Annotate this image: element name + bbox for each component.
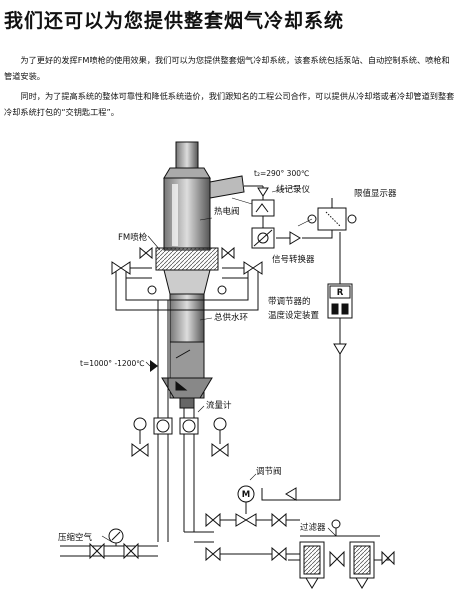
control-valve [235,485,257,527]
pipe-valves [205,512,287,562]
nozzle-connector [147,285,157,295]
temp-setting-label-1: 带调节器的 [268,296,311,307]
temp-setting-label-2: 温度设定装置 [268,310,320,321]
ring-main-label: 总供水环 [214,312,249,323]
flowmeter-icon [153,417,199,435]
motor-label: M [242,490,250,500]
compressed-air-label: 压缩空气 [58,532,93,543]
thermocouple-label: 热电阀 [214,206,240,217]
leader-lines [101,185,337,543]
nozzle-valve-left [111,246,153,275]
limit-display-label: 限值显示器 [354,188,397,199]
filter-label: 过滤器 [300,522,326,533]
recorder-icon [251,199,275,249]
intro-paragraph: 为了更好的发挥FM喷枪的使用效果，我们可以为您提供整套烟气冷却系统，该套系统包括… [4,55,450,81]
filter-icon [288,519,395,589]
control-valve-label: 调节阀 [256,467,282,477]
limit-display [307,198,357,231]
partner-paragraph: 同时，为了提高系统的整体可靠性和降低系统造价，我们跟知名的工程公司合作，可以提供… [4,91,455,117]
supply-pipes [157,300,300,555]
inlet-temp-marker [150,360,158,372]
signal-arrow [276,231,301,245]
recorder-label: 线记录仪 [276,184,311,195]
flowmeter-label: 流量计 [206,400,232,411]
outlet-temp-label: t₂=290° 300℃ [254,169,309,178]
nozzle-valve-right [221,246,263,275]
inlet-temp-label: t=1000° -1200℃ [80,359,145,368]
regulator-label: R [337,288,344,298]
signal-converter-label: 信号转换器 [272,254,315,265]
fm-nozzle-label: FM喷枪 [118,232,148,243]
nozzle-connector [217,285,227,295]
cooling-tower [155,141,245,409]
pressure-gauge-icon [108,417,229,544]
regulator-box [327,283,353,319]
compressed-air-line [60,542,158,560]
thermocouple-icon [175,349,191,391]
page-title: 我们还可以为您提供整套烟气冷却系统 [4,10,345,32]
